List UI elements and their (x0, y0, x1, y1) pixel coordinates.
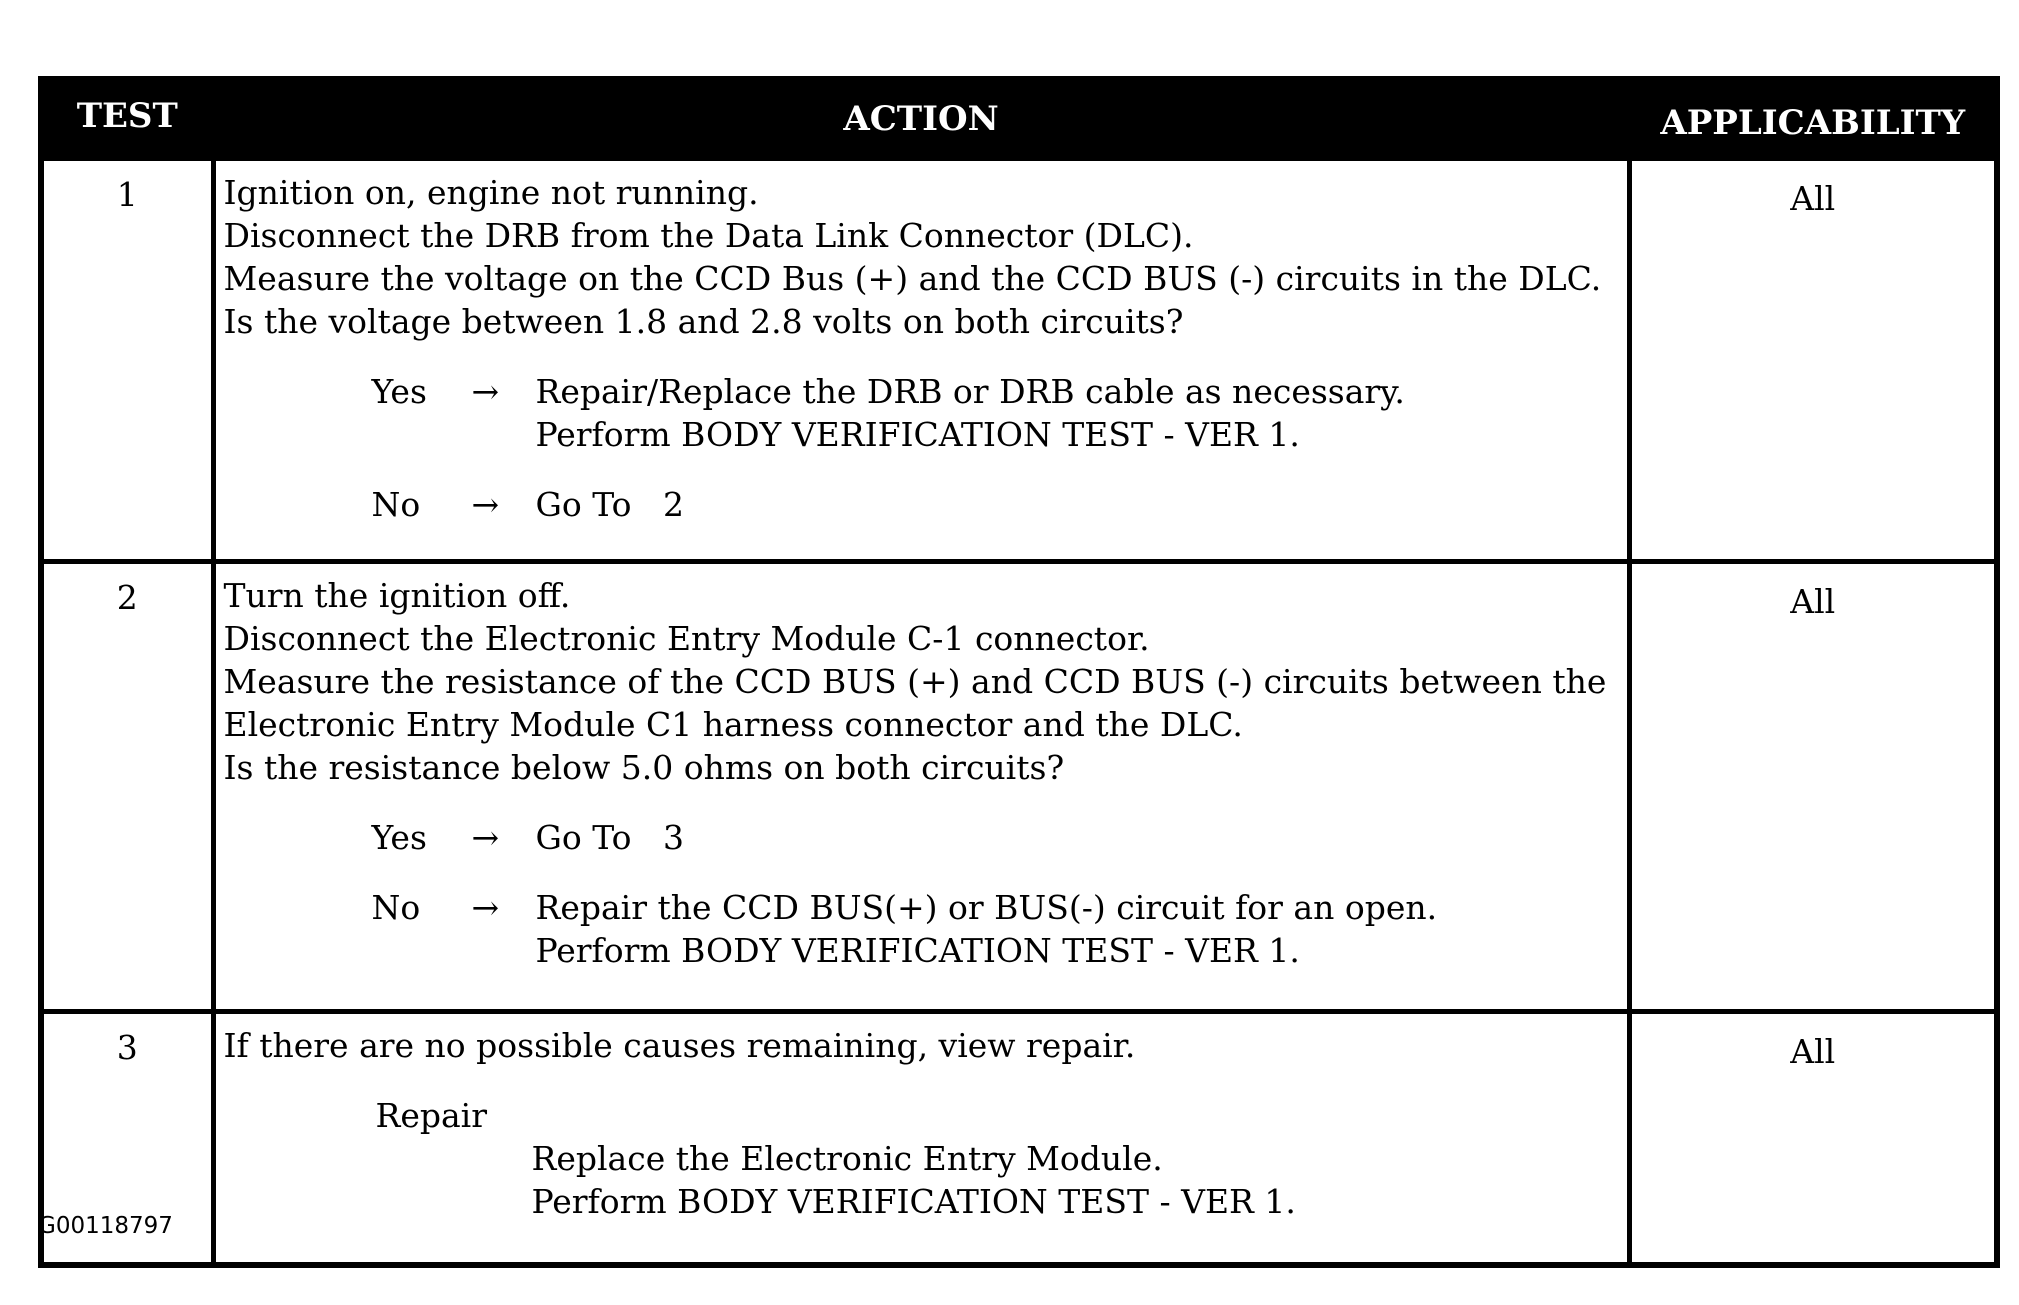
repair-line: Replace the Electronic Entry Module. (531, 1139, 1163, 1178)
table-row: 1 Ignition on, engine not running. Disco… (38, 156, 2000, 564)
column-header-applicability: APPLICABILITY (1629, 79, 2000, 159)
action-steps: If there are no possible causes remainin… (224, 1024, 1623, 1067)
right-arrow-icon: → (471, 888, 500, 927)
branch-result: Go To 2 (536, 483, 1623, 526)
branch-label: Yes (371, 818, 427, 857)
right-arrow-icon: → (471, 818, 500, 857)
right-arrow-icon: → (471, 372, 500, 411)
repair-label: Repair (375, 1096, 488, 1135)
action-cell: If there are no possible causes remainin… (210, 1009, 1632, 1268)
action-line: Measure the resistance of the CCD BUS (+… (223, 662, 1607, 701)
branch-result-line: Perform BODY VERIFICATION TEST - VER 1. (535, 931, 1300, 970)
column-header-action: ACTION (213, 79, 1632, 159)
test-number: 2 (38, 559, 216, 1014)
branch-label: Yes (371, 372, 427, 411)
branch-result-line: Go To 2 (535, 485, 685, 524)
branch-result: Repair the CCD BUS(+) or BUS(-) circuit … (536, 886, 1623, 972)
applicability-value: All (1626, 1009, 2000, 1268)
branch-result-line: Perform BODY VERIFICATION TEST - VER 1. (535, 415, 1300, 454)
branch-yes: Yes → Repair/Replace the DRB or DRB cabl… (372, 370, 1623, 456)
repair-line: Perform BODY VERIFICATION TEST - VER 1. (531, 1182, 1296, 1221)
action-line: Is the voltage between 1.8 and 2.8 volts… (223, 302, 1184, 341)
action-cell: Ignition on, engine not running. Disconn… (210, 156, 1632, 564)
branch-result-line: Repair the CCD BUS(+) or BUS(-) circuit … (535, 888, 1438, 927)
table-row: 2 Turn the ignition off. Disconnect the … (38, 559, 2000, 1014)
action-line: If there are no possible causes remainin… (223, 1026, 1136, 1065)
branch-result-line: Repair/Replace the DRB or DRB cable as n… (535, 372, 1405, 411)
action-line: Measure the voltage on the CCD Bus (+) a… (223, 259, 1602, 298)
branch-result: Go To 3 (536, 816, 1623, 859)
column-header-test: TEST (41, 79, 216, 159)
test-number: 3 (38, 1009, 216, 1268)
branch-yes: Yes → Go To 3 (372, 816, 1623, 859)
table-header-row: TEST ACTION APPLICABILITY (41, 79, 2000, 159)
applicability-value: All (1626, 559, 2000, 1014)
action-steps: Turn the ignition off. Disconnect the El… (224, 574, 1623, 789)
test-number: 1 (38, 156, 216, 564)
action-line: Disconnect the DRB from the Data Link Co… (223, 216, 1194, 255)
branch-result: Repair/Replace the DRB or DRB cable as n… (536, 370, 1623, 456)
action-line: Ignition on, engine not running. (223, 173, 759, 212)
test-procedure-table: TEST ACTION APPLICABILITY 1 Ignition on,… (38, 76, 2000, 1268)
repair-steps: Replace the Electronic Entry Module. Per… (532, 1137, 1623, 1223)
action-line: Is the resistance below 5.0 ohms on both… (223, 748, 1065, 787)
branch-label: No (371, 888, 421, 927)
right-arrow-icon: → (471, 485, 500, 524)
branch-result-line: Go To 3 (535, 818, 685, 857)
applicability-value: All (1626, 156, 2000, 564)
figure-id: G00118797 (38, 1213, 173, 1239)
action-cell: Turn the ignition off. Disconnect the El… (210, 559, 1632, 1014)
action-line: Electronic Entry Module C1 harness conne… (223, 705, 1243, 744)
action-line: Turn the ignition off. (223, 576, 571, 615)
table-row: 3 If there are no possible causes remain… (38, 1009, 2000, 1268)
branch-no: No → Repair the CCD BUS(+) or BUS(-) cir… (372, 886, 1623, 972)
branch-label: No (371, 485, 421, 524)
action-steps: Ignition on, engine not running. Disconn… (224, 171, 1623, 343)
branch-no: No → Go To 2 (372, 483, 1623, 526)
action-line: Disconnect the Electronic Entry Module C… (223, 619, 1150, 658)
